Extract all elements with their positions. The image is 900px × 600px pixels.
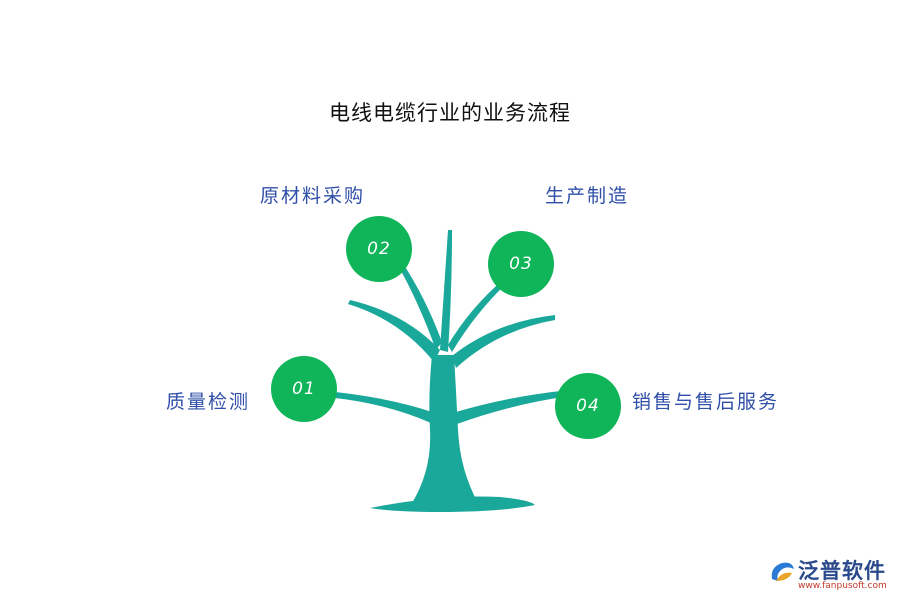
brand-logo-name: 泛普软件 [798, 559, 886, 583]
diagram-title: 电线电缆行业的业务流程 [329, 101, 571, 125]
step-label-04: 销售与售后服务 [632, 391, 780, 413]
tree-base [370, 496, 535, 512]
step-label-01: 质量检测 [166, 391, 251, 413]
step-label-02: 原材料采购 [260, 185, 366, 207]
brand-logo-url: www.fanpusoft.com [798, 581, 887, 591]
branch-left-top [348, 300, 440, 362]
branch-03 [448, 278, 508, 352]
branch-01 [335, 392, 432, 423]
tree-trunk [412, 355, 478, 503]
branch-top [440, 230, 452, 352]
branch-04 [456, 390, 570, 424]
step-node-03: 03 [488, 231, 554, 297]
step-node-02: 02 [346, 216, 412, 282]
branch-right-top [452, 315, 555, 368]
step-node-01: 01 [271, 356, 337, 422]
branch-02 [396, 259, 442, 350]
step-node-04: 04 [555, 373, 621, 439]
brand-logo-icon [771, 562, 794, 581]
step-label-03: 生产制造 [545, 185, 630, 207]
brand-logo: 泛普软件 www.fanpusoft.com [768, 553, 892, 593]
